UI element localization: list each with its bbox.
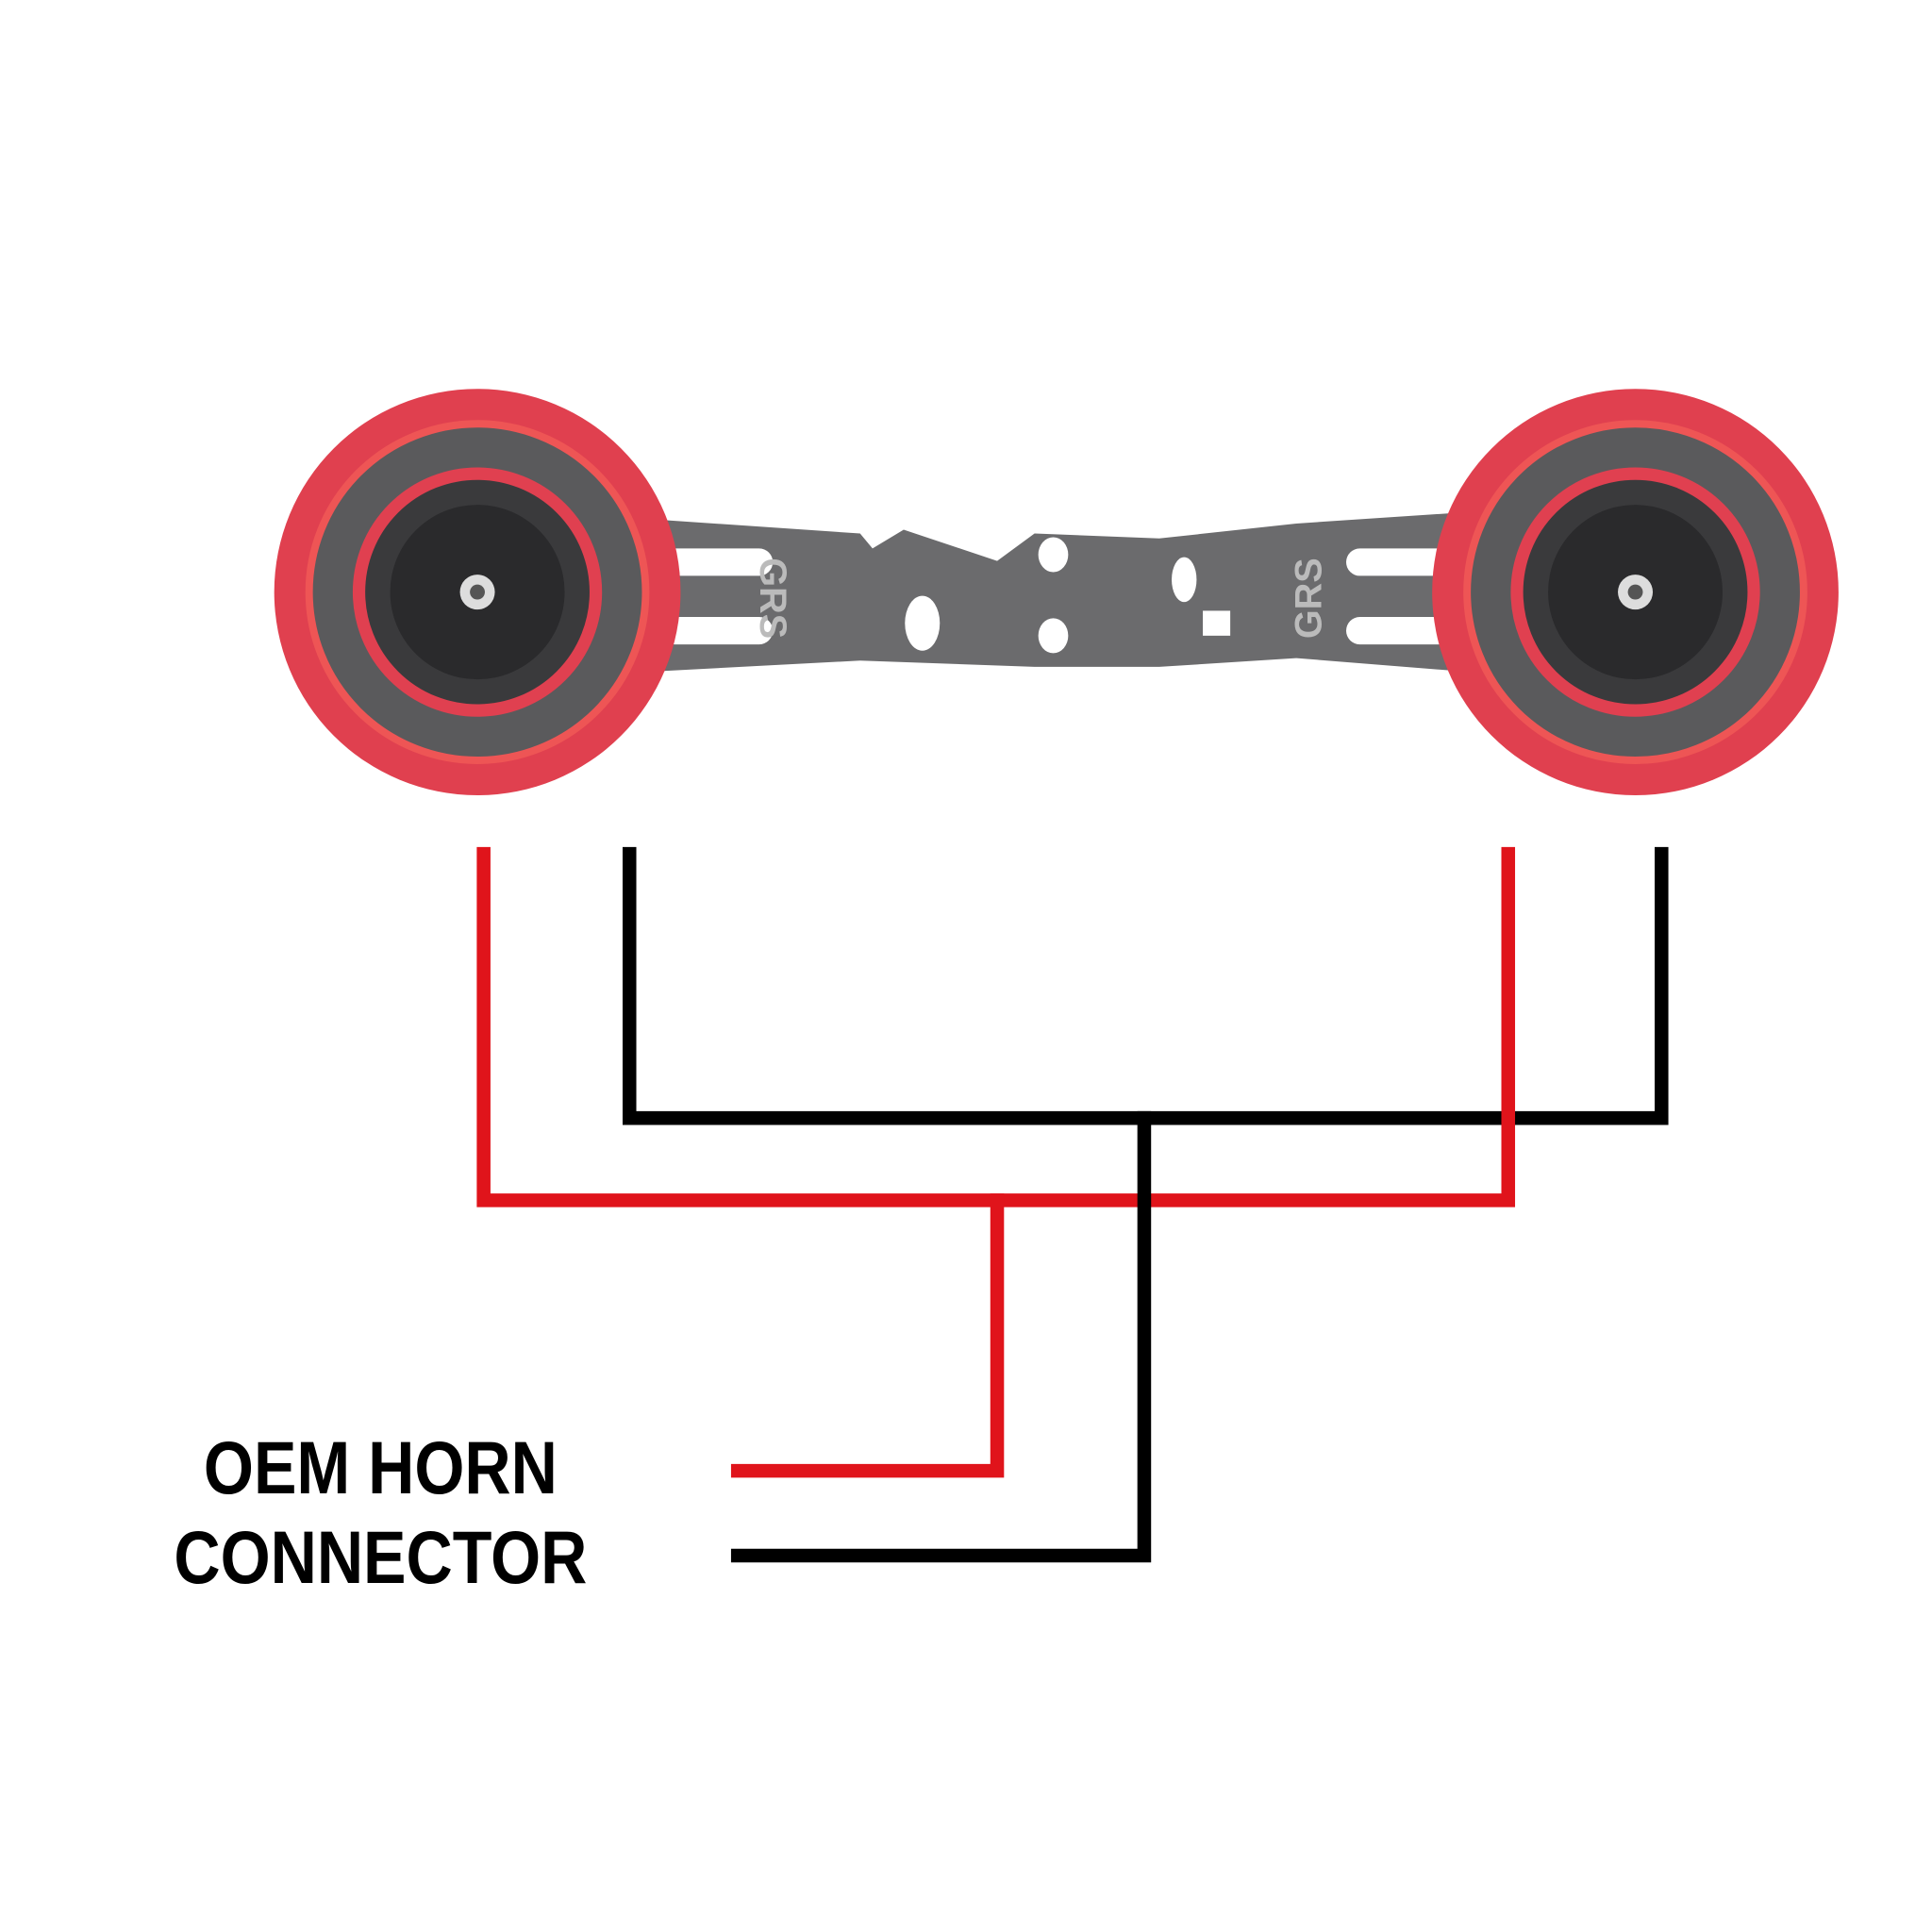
mounting-bracket: GRS GRS [623, 510, 1484, 674]
connector-label-line2: CONNECTOR [174, 1515, 587, 1599]
positive-wire-connector [730, 1193, 1005, 1478]
ground-wire-connector [730, 1110, 1152, 1563]
positive-wire-horns [476, 846, 1516, 1208]
left-horn [274, 389, 681, 795]
right-horn [1432, 389, 1839, 795]
connector-label-line1: OEM HORN [204, 1425, 558, 1509]
bracket-logo-left: GRS [752, 558, 793, 639]
bracket-logo-right: GRS [1289, 558, 1330, 639]
